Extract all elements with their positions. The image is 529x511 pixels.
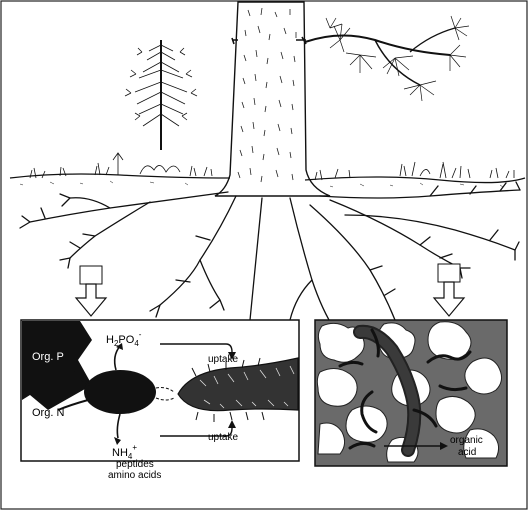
amino-acids-label: amino acids [108,470,161,481]
peptides-label: peptides [116,459,154,470]
root-detail-box-right [438,264,460,282]
nutrient-uptake-panel: Org. P Org. N H2PO4- NH4+ uptake uptake [21,320,299,461]
root-detail-box-left [80,266,102,284]
uptake-bottom-label: uptake [208,432,238,443]
soil-weathering-panel: organic acid [315,320,507,466]
organic-label: organic [450,435,483,446]
org-p-label: Org. P [32,351,64,363]
fungal-cell [84,370,156,414]
acid-label: acid [458,447,476,458]
uptake-top-label: uptake [208,354,238,365]
org-n-label: Org. N [32,407,64,419]
